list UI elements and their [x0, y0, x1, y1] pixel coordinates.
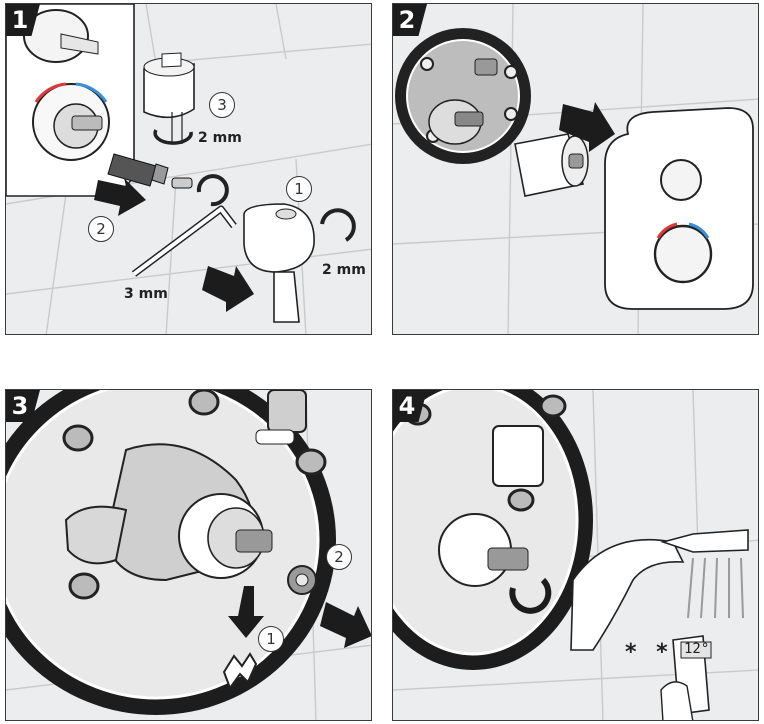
water-spray [687, 557, 744, 619]
cover-upper-opening [660, 159, 702, 201]
thermostat-spindle [71, 115, 103, 131]
hot-marking [34, 82, 67, 103]
cartridge-spindle [487, 547, 529, 571]
upper-spindle [474, 58, 498, 76]
step-1-illustration [6, 4, 371, 334]
callout-1: 1 [258, 626, 284, 652]
thermostat-handle [243, 203, 315, 273]
handle-lever [273, 271, 300, 323]
step-3-panel: 3 1 2 [5, 389, 372, 721]
callout-2: 2 [88, 216, 114, 242]
upper-valve [492, 425, 544, 487]
dimension-label-3mm: 3 mm [124, 286, 168, 302]
grub-screw [171, 177, 193, 189]
thermometer-readout: 12° [684, 641, 710, 657]
move-arrow-1 [202, 266, 254, 312]
upper-valve [267, 390, 307, 433]
rotate-arrow-3 [153, 129, 193, 145]
hand [570, 538, 685, 651]
step-number-badge: 3 [6, 390, 40, 422]
step-number-badge: 2 [393, 4, 427, 36]
valve-spindle [60, 33, 99, 55]
step-2-illustration [393, 4, 758, 334]
extension-sleeve [107, 153, 157, 187]
dimension-label-2mm-handle: 2 mm [322, 262, 366, 278]
dimension-label-2mm-sleeve: 2 mm [198, 130, 242, 146]
callout-2: 2 [326, 544, 352, 570]
step-3-illustration [6, 390, 371, 720]
step-4-illustration [393, 390, 758, 720]
measurement-note-stars: * * [625, 640, 674, 665]
retaining-clip [222, 652, 258, 691]
handle-sleeve [143, 63, 195, 119]
move-arrow-right [320, 602, 371, 648]
cover-thermostat-opening [653, 224, 713, 284]
callout-3: 3 [209, 92, 235, 118]
move-arrow-2 [94, 178, 146, 216]
step-4-panel: 4 * * 12° [392, 389, 759, 721]
shower-head [660, 529, 749, 553]
step-2-panel: 2 [392, 3, 759, 335]
cartridge-spindle [235, 529, 273, 553]
rotate-arrow [509, 577, 552, 614]
move-arrow [559, 102, 615, 152]
cover-plate [604, 107, 754, 310]
move-arrow-down [228, 586, 264, 638]
hot-marking [656, 222, 678, 239]
step-1-panel: 1 1 2 3 3 mm 2 mm 2 mm [5, 3, 372, 335]
rotate-arrow-small [196, 174, 229, 207]
cold-marking [75, 82, 108, 103]
callout-1: 1 [286, 176, 312, 202]
rotate-arrow-1 [320, 208, 356, 242]
cold-marking [688, 222, 710, 239]
